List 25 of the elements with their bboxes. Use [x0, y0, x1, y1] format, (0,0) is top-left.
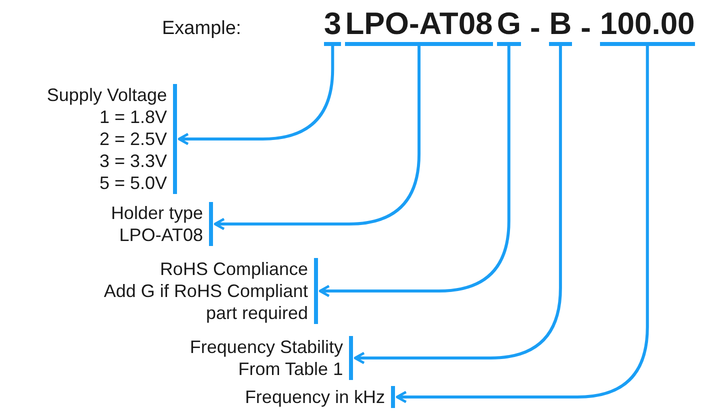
separator-dash: - — [580, 10, 591, 46]
note-heading: Supply Voltage — [46, 84, 167, 106]
part-code-segment: B — [549, 6, 572, 46]
note-text: 3 = 3.3V — [98, 150, 167, 172]
note-text: Add G if RoHS Compliant part required — [102, 280, 308, 324]
arrow — [214, 46, 421, 230]
arrow — [178, 46, 334, 146]
arrow — [318, 46, 510, 298]
note-text: 5 = 5.0V — [98, 172, 167, 194]
note-heading: RoHS Compliance — [158, 258, 308, 280]
note-text: 1 = 1.8V — [98, 106, 167, 128]
part-code-segment: G — [496, 6, 521, 46]
note-heading: Frequency in kHz — [244, 386, 385, 408]
separator-dash: - — [530, 10, 540, 46]
note-heading: Holder type — [110, 202, 203, 224]
note-text: From Table 1 — [237, 358, 343, 380]
part-code-segment: 100.00 — [600, 6, 695, 46]
part-code-segment: 3 — [324, 6, 342, 46]
arrow — [396, 46, 649, 404]
example-label: Example: — [162, 18, 242, 40]
note-heading: Frequency Stability — [188, 336, 343, 358]
part-code-segment: LPO-AT08 — [345, 6, 493, 46]
note-text: LPO-AT08 — [118, 224, 203, 246]
arrow — [354, 46, 562, 364]
note-text: 2 = 2.5V — [98, 128, 167, 150]
